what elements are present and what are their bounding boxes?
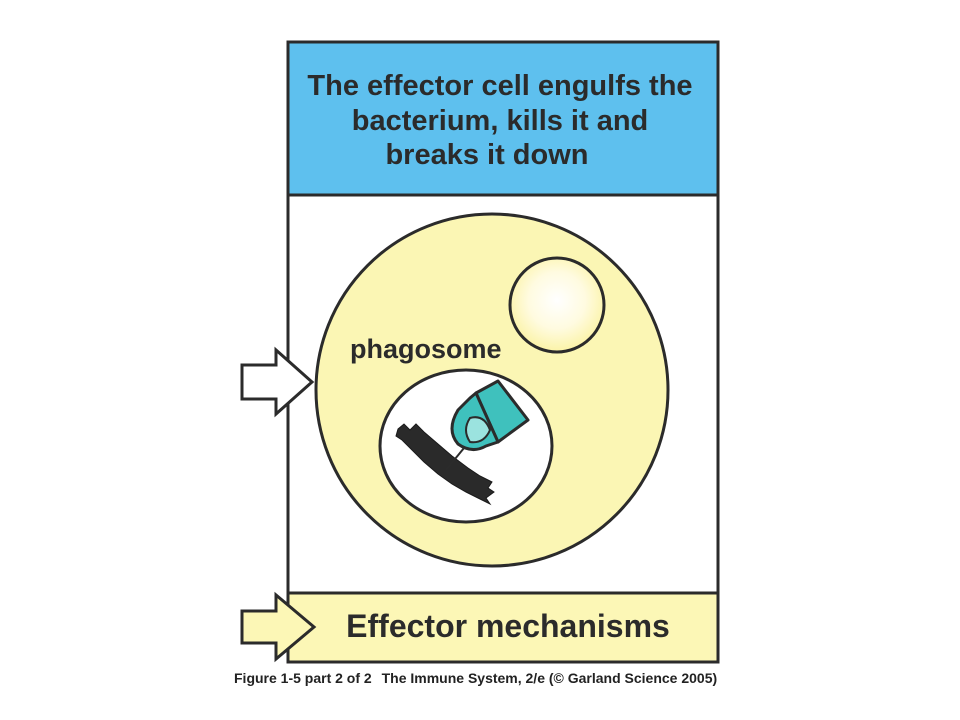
caption-figure-ref: Figure 1-5 part 2 of 2: [234, 670, 372, 686]
right-arrow-yellow-icon: [240, 591, 317, 663]
granule: [508, 256, 606, 354]
bacterium: [395, 423, 495, 506]
enzyme-head-inner: [465, 416, 492, 444]
title-line-2: bacterium, kills it and: [352, 105, 649, 137]
phagosome-label: phagosome: [350, 334, 502, 364]
title-line-3: breaks it down: [385, 139, 588, 171]
right-arrow-outline-icon: [240, 346, 315, 418]
enzyme-contact-line: [445, 447, 465, 471]
bottom-bar: [286, 591, 720, 664]
title-band: [286, 40, 720, 197]
bottom-label: Effector mechanisms: [346, 608, 670, 644]
caption-source: The Immune System, 2/e (© Garland Scienc…: [382, 670, 718, 686]
title-line-1: The effector cell engulfs the: [307, 70, 692, 102]
figure-caption: Figure 1-5 part 2 of 2 The Immune System…: [234, 670, 717, 686]
